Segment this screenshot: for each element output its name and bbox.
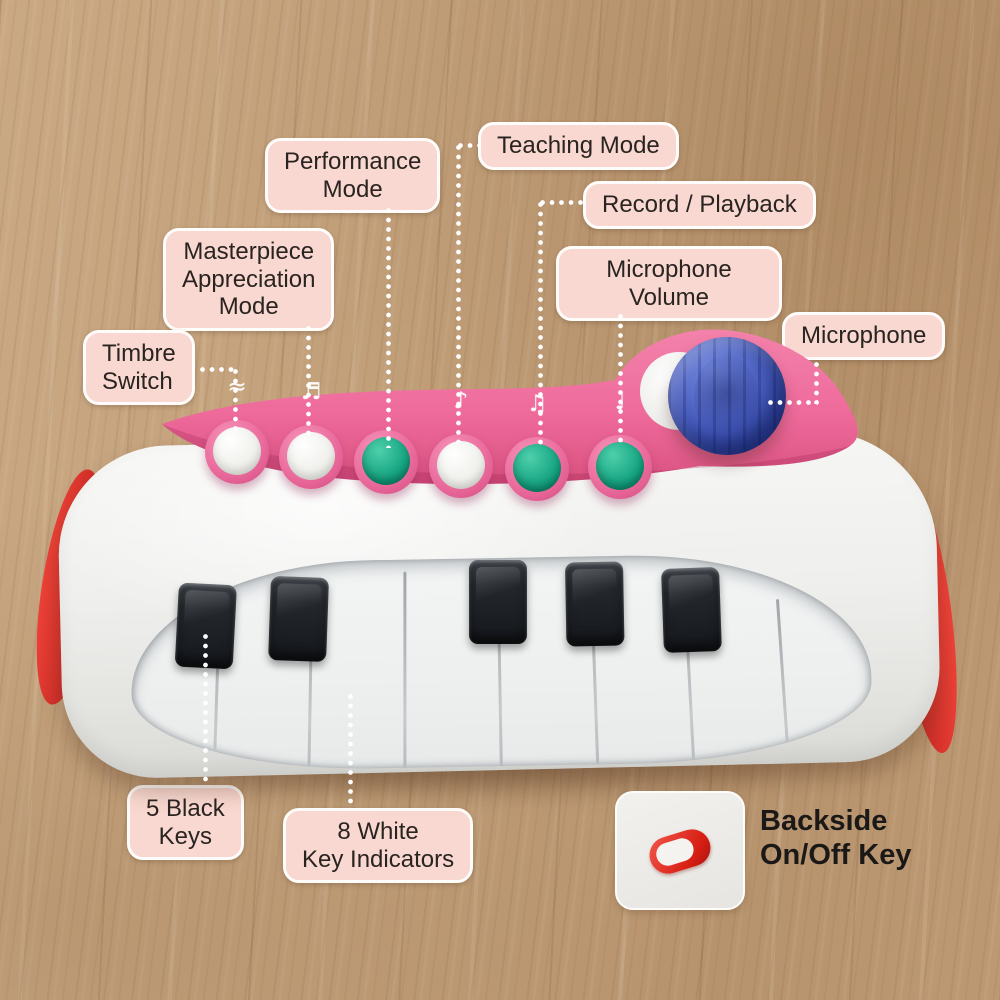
leader-record-playback	[538, 200, 543, 446]
monkey-icon: ♫	[526, 391, 548, 417]
leader-teaching-mode	[456, 143, 480, 148]
masterpiece-mode-button: ♬	[279, 379, 343, 489]
microphone-ball	[668, 337, 786, 455]
callout-microphone: Microphone	[782, 312, 946, 360]
backside-card	[615, 791, 745, 910]
singing-bird-icon: ♬	[300, 379, 322, 405]
black-key	[469, 560, 527, 644]
leader-eight-white-keys	[348, 692, 353, 806]
microphone-volume-button: ♩	[588, 389, 652, 499]
callout-microphone-volume: Microphone Volume	[556, 246, 782, 322]
leader-teaching-mode	[456, 143, 461, 443]
record-playback-button: ♫	[505, 391, 569, 501]
teaching-mode-button: ♪	[429, 388, 493, 498]
callout-masterpiece-mode: Masterpiece Appreciation Mode	[163, 228, 335, 331]
leader-record-playback	[538, 200, 584, 205]
leader-microphone	[766, 400, 818, 405]
performance-mode-button	[354, 430, 418, 494]
leader-timbre-switch	[233, 367, 238, 431]
leader-microphone	[814, 360, 819, 404]
leader-timbre-switch	[198, 367, 238, 372]
leader-performance-mode	[386, 206, 391, 448]
leader-five-black-keys	[203, 632, 208, 782]
callout-eight-white-keys: 8 White Key Indicators	[283, 808, 474, 884]
callout-performance-mode: Performance Mode	[265, 138, 441, 214]
leader-masterpiece-mode	[306, 324, 311, 436]
callout-timbre-switch: Timbre Switch	[83, 330, 195, 406]
callout-record-playback: Record / Playback	[583, 181, 816, 229]
callout-teaching-mode: Teaching Mode	[478, 122, 679, 170]
backside-key-label: Backside On/Off Key	[760, 805, 912, 872]
leader-microphone-volume	[618, 312, 623, 444]
power-toggle-icon	[644, 824, 716, 879]
callout-five-black-keys: 5 Black Keys	[127, 785, 244, 861]
